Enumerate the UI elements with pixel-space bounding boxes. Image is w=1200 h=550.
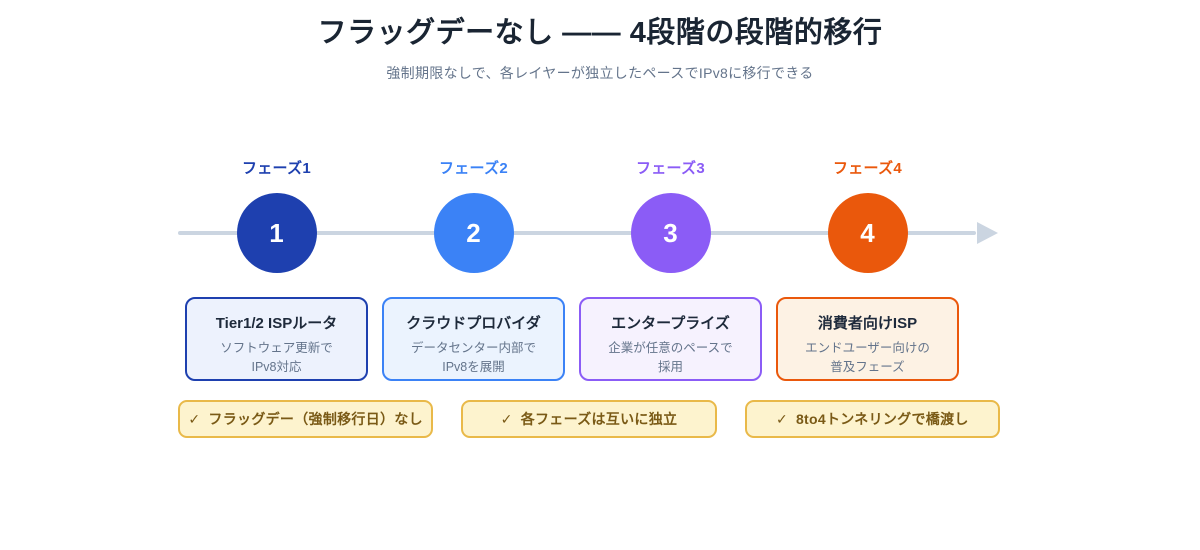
badge-8to4-tunneling: ✓ 8to4トンネリングで橋渡し xyxy=(744,400,1000,438)
phase-cards-row: Tier1/2 ISPルータ ソフトウェア更新で IPv8対応 クラウドプロバイ… xyxy=(178,297,1000,381)
timeline-circles: 1 2 3 4 xyxy=(178,193,966,273)
phase-2-card-desc: データセンター内部で IPv8を展開 xyxy=(410,341,536,374)
phase-3-number: 3 xyxy=(663,217,678,248)
arrow-right-icon xyxy=(977,222,998,244)
badge-phases-independent: ✓ 各フェーズは互いに独立 xyxy=(461,400,717,438)
phase-1-card-desc: ソフトウェア更新で IPv8対応 xyxy=(220,341,333,374)
phase-3-card: エンタープライズ 企業が任意のペースで 採用 xyxy=(579,297,762,381)
phase-3-circle: 3 xyxy=(630,193,711,273)
timeline: 1 2 3 4 xyxy=(178,193,1000,273)
badge-label: フラッグデー（強制移行日）なし xyxy=(208,411,423,427)
phase-4-number: 4 xyxy=(860,217,875,248)
page-subtitle: 強制期限なしで、各レイヤーが独立したペースでIPv8に移行できる xyxy=(386,65,814,81)
phase-4-card: 消費者向けISP エンドユーザー向けの 普及フェーズ xyxy=(776,297,959,381)
phase-1-number: 1 xyxy=(269,217,284,248)
timeline-track xyxy=(178,231,976,235)
badge-label: 各フェーズは互いに独立 xyxy=(520,411,678,427)
phase-2-number: 2 xyxy=(466,217,481,248)
check-icon: ✓ xyxy=(775,410,788,427)
phase-3-label: フェーズ3 xyxy=(635,160,706,177)
header: フラッグデーなし —— 4段階の段階的移行 強制期限なしで、各レイヤーが独立した… xyxy=(0,16,1200,83)
phase-labels-row: フェーズ1 フェーズ2 フェーズ3 フェーズ4 xyxy=(178,157,1000,178)
phase-4-card-title: 消費者向けISP xyxy=(817,315,918,332)
phase-1-card-title: Tier1/2 ISPルータ xyxy=(215,315,338,332)
badges-row: ✓ フラッグデー（強制移行日）なし ✓ 各フェーズは互いに独立 ✓ 8to4トン… xyxy=(178,400,1000,438)
badge-no-flag-day: ✓ フラッグデー（強制移行日）なし xyxy=(178,400,434,438)
phase-2-circle: 2 xyxy=(433,193,514,273)
phase-2-card-title: クラウドプロバイダ xyxy=(406,315,541,332)
check-icon: ✓ xyxy=(188,410,201,427)
phase-1-card: Tier1/2 ISPルータ ソフトウェア更新で IPv8対応 xyxy=(185,297,368,381)
phase-4-label: フェーズ4 xyxy=(832,160,903,177)
badge-label: 8to4トンネリングで橋渡し xyxy=(795,411,969,427)
phase-2-label: フェーズ2 xyxy=(438,160,509,177)
page-title: フラッグデーなし —— 4段階の段階的移行 xyxy=(317,17,883,49)
check-icon: ✓ xyxy=(500,410,513,427)
phase-1-label: フェーズ1 xyxy=(241,160,312,177)
phase-2-card: クラウドプロバイダ データセンター内部で IPv8を展開 xyxy=(382,297,565,381)
phase-4-circle: 4 xyxy=(827,193,908,273)
phase-3-card-title: エンタープライズ xyxy=(611,315,730,332)
phase-diagram: フェーズ1 フェーズ2 フェーズ3 フェーズ4 1 2 xyxy=(178,157,1000,438)
phase-1-circle: 1 xyxy=(236,193,317,273)
phase-3-card-desc: 企業が任意のペースで 採用 xyxy=(608,341,733,374)
phase-4-card-desc: エンドユーザー向けの 普及フェーズ xyxy=(805,341,930,374)
